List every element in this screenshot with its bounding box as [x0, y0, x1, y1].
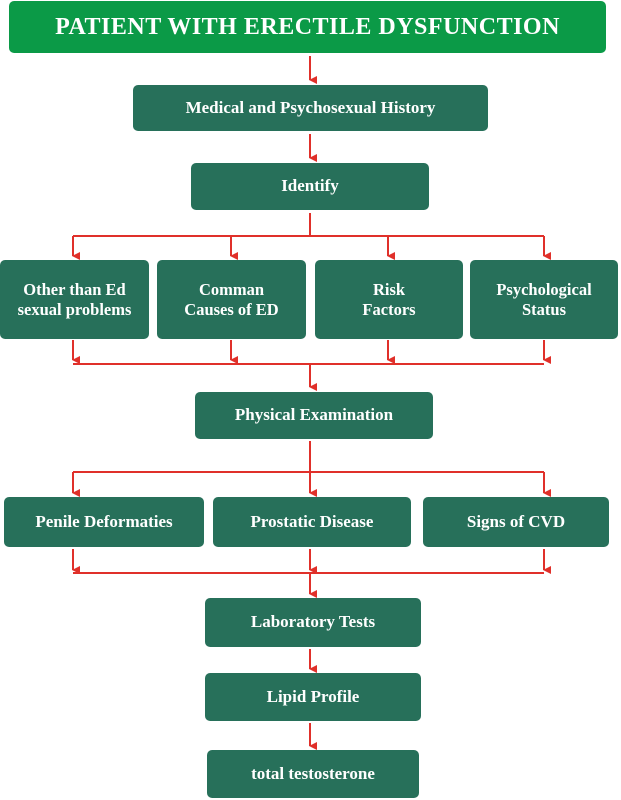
identify-box: Identify — [191, 163, 429, 210]
title-box: PATIENT WITH ERECTILE DYSFUNCTION — [9, 1, 606, 53]
item-line: sexual problems — [17, 299, 132, 319]
item-line: Other than Ed — [23, 279, 126, 299]
item-line: Factors — [362, 299, 416, 319]
testosterone-box: total testosterone — [207, 750, 419, 798]
item-line: Comman — [198, 279, 265, 299]
exam-item-box: Signs of CVD — [423, 497, 609, 547]
physical-exam-box: Physical Examination — [195, 392, 433, 439]
item-line: Psychological — [496, 279, 592, 299]
lab-tests-box: Laboratory Tests — [205, 598, 421, 647]
item-line: Risk — [372, 279, 406, 299]
history-box: Medical and Psychosexual History — [133, 85, 488, 131]
exam-item-box: Penile Deformaties — [4, 497, 204, 547]
exam-item-box: Prostatic Disease — [213, 497, 411, 547]
item-line: Causes of ED — [184, 299, 279, 319]
lipid-profile-box: Lipid Profile — [205, 673, 421, 721]
item-line: Status — [521, 299, 566, 319]
